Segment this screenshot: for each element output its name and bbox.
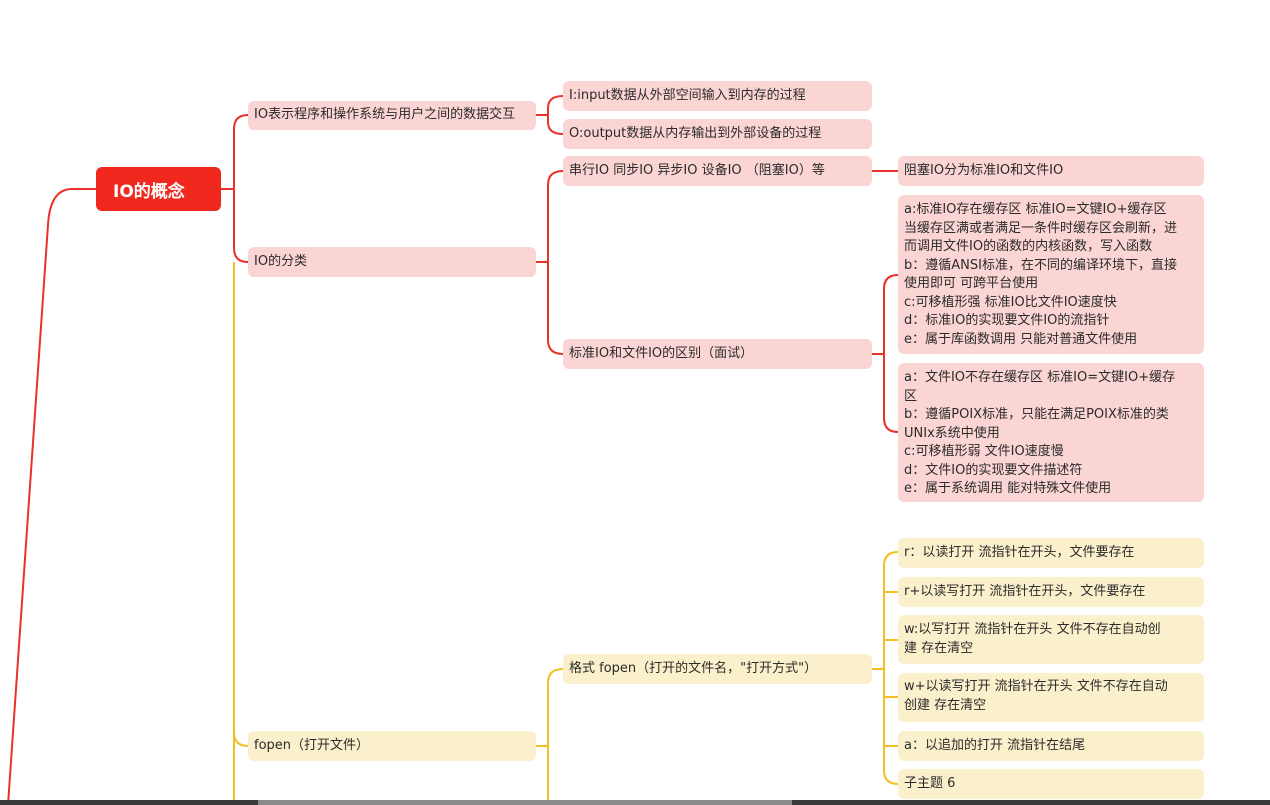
file-io-line: b：遵循POIX标准，只能在满足POIX标准的类	[904, 407, 1169, 422]
mode-label: 建 存在清空	[904, 640, 974, 656]
class-children-spine	[547, 170, 564, 355]
root-topic-label: IO的概念	[113, 181, 185, 202]
mode-label: w+以读写打开 流指针在开头 文件不存在自动	[904, 679, 1168, 694]
mode-label: r+以读写打开 流指针在开头，文件要存在	[904, 583, 1146, 599]
topic-input-label: I:input数据从外部空间输入到内存的过程	[569, 87, 806, 103]
scrollbar-thumb[interactable]	[258, 800, 792, 805]
std-io-line: c:可移植形强 标准IO比文件IO速度快	[904, 294, 1117, 310]
topic-blocking-io-label: 阻塞IO分为标准IO和文件IO	[904, 162, 1064, 178]
mode-label: 子主题 6	[904, 775, 956, 791]
file-io-line: d：文件IO的实现要文件描述符	[904, 462, 1083, 478]
topic-fopen[interactable]: fopen（打开文件）	[248, 731, 536, 761]
topic-serial-io-label: 串行IO 同步IO 异步IO 设备IO （阻塞IO）等	[569, 162, 825, 178]
fopen-children-spine	[547, 668, 564, 805]
std-io-line: b：遵循ANSI标准，在不同的编译环境下，直接	[904, 257, 1177, 273]
topic-subtopic-6[interactable]: 子主题 6	[898, 769, 1204, 799]
topic-std-vs-file-io[interactable]: 标准IO和文件IO的区别（面试）	[563, 339, 872, 369]
topic-mode-w[interactable]: w:以写打开 流指针在开头 文件不存在自动创 建 存在清空	[898, 615, 1204, 664]
io-child1-line	[547, 95, 564, 135]
mode-label: w:以写打开 流指针在开头 文件不存在自动创	[904, 622, 1161, 637]
topic-standard-io-details[interactable]: a:标准IO存在缓存区 标准IO=文键IO+缓存区 当缓存区满或者满足一条件时缓…	[898, 195, 1204, 354]
topic-serial-io[interactable]: 串行IO 同步IO 异步IO 设备IO （阻塞IO）等	[563, 156, 872, 186]
std-io-line: e：属于库函数调用 只能对普通文件使用	[904, 331, 1138, 347]
std-io-line: a:标准IO存在缓存区 标准IO=文键IO+缓存区	[904, 202, 1167, 217]
topic-io-classification-label: IO的分类	[254, 253, 308, 269]
topic-blocking-io[interactable]: 阻塞IO分为标准IO和文件IO	[898, 156, 1204, 186]
std-io-line: 使用即可 可跨平台使用	[904, 276, 1039, 291]
topic-output[interactable]: O:output数据从内存输出到外部设备的过程	[563, 119, 872, 149]
topic-file-io-details[interactable]: a：文件IO不存在缓存区 标准IO=文键IO+缓存 区 b：遵循POIX标准，只…	[898, 363, 1204, 502]
topic-std-vs-file-io-label: 标准IO和文件IO的区别（面试）	[569, 345, 754, 361]
topic-input[interactable]: I:input数据从外部空间输入到内存的过程	[563, 81, 872, 111]
topic-mode-w-plus[interactable]: w+以读写打开 流指针在开头 文件不存在自动 创建 存在清空	[898, 673, 1204, 722]
std-io-line: 当缓存区满或者满足一条件时缓存区会刷新，进	[904, 220, 1178, 236]
topic-io-classification[interactable]: IO的分类	[248, 247, 536, 277]
format-children-spine	[883, 551, 899, 785]
mode-label: r：以读打开 流指针在开头，文件要存在	[904, 544, 1135, 560]
std-io-line: d：标准IO的实现要文件IO的流指针	[904, 313, 1110, 328]
root-trunk-line	[7, 188, 96, 805]
topic-mode-r-plus[interactable]: r+以读写打开 流指针在开头，文件要存在	[898, 577, 1204, 607]
topic-io-definition[interactable]: IO表示程序和操作系统与用户之间的数据交互	[248, 101, 536, 130]
file-io-line: UNIx系统中使用	[904, 425, 1000, 441]
topic-fopen-label: fopen（打开文件）	[254, 737, 370, 753]
file-io-line: a：文件IO不存在缓存区 标准IO=文键IO+缓存	[904, 370, 1176, 385]
std-io-line: 而调用文件IO的函数的内核函数，写入函数	[904, 239, 1153, 254]
topic-fopen-format[interactable]: 格式 fopen（打开的文件名，"打开方式"）	[563, 654, 872, 684]
mode-label: a：以追加的打开 流指针在结尾	[904, 737, 1086, 753]
topic-output-label: O:output数据从内存输出到外部设备的过程	[569, 125, 822, 141]
file-io-line: c:可移植形弱 文件IO速度慢	[904, 444, 1064, 459]
file-io-line: e：属于系统调用 能对特殊文件使用	[904, 481, 1112, 496]
root-topic[interactable]: IO的概念	[96, 167, 221, 211]
diff-children-spine	[883, 274, 899, 433]
horizontal-scrollbar[interactable]	[0, 800, 1270, 805]
fopen-connector	[233, 731, 249, 747]
topic-mode-a[interactable]: a：以追加的打开 流指针在结尾	[898, 731, 1204, 761]
file-io-line: 区	[904, 388, 918, 404]
topic-mode-r[interactable]: r：以读打开 流指针在开头，文件要存在	[898, 538, 1204, 568]
topic-fopen-format-label: 格式 fopen（打开的文件名，"打开方式"）	[569, 660, 818, 676]
topic-io-definition-label: IO表示程序和操作系统与用户之间的数据交互	[254, 107, 516, 123]
mode-label: 创建 存在清空	[904, 697, 987, 713]
level1-red-spine	[233, 114, 249, 263]
